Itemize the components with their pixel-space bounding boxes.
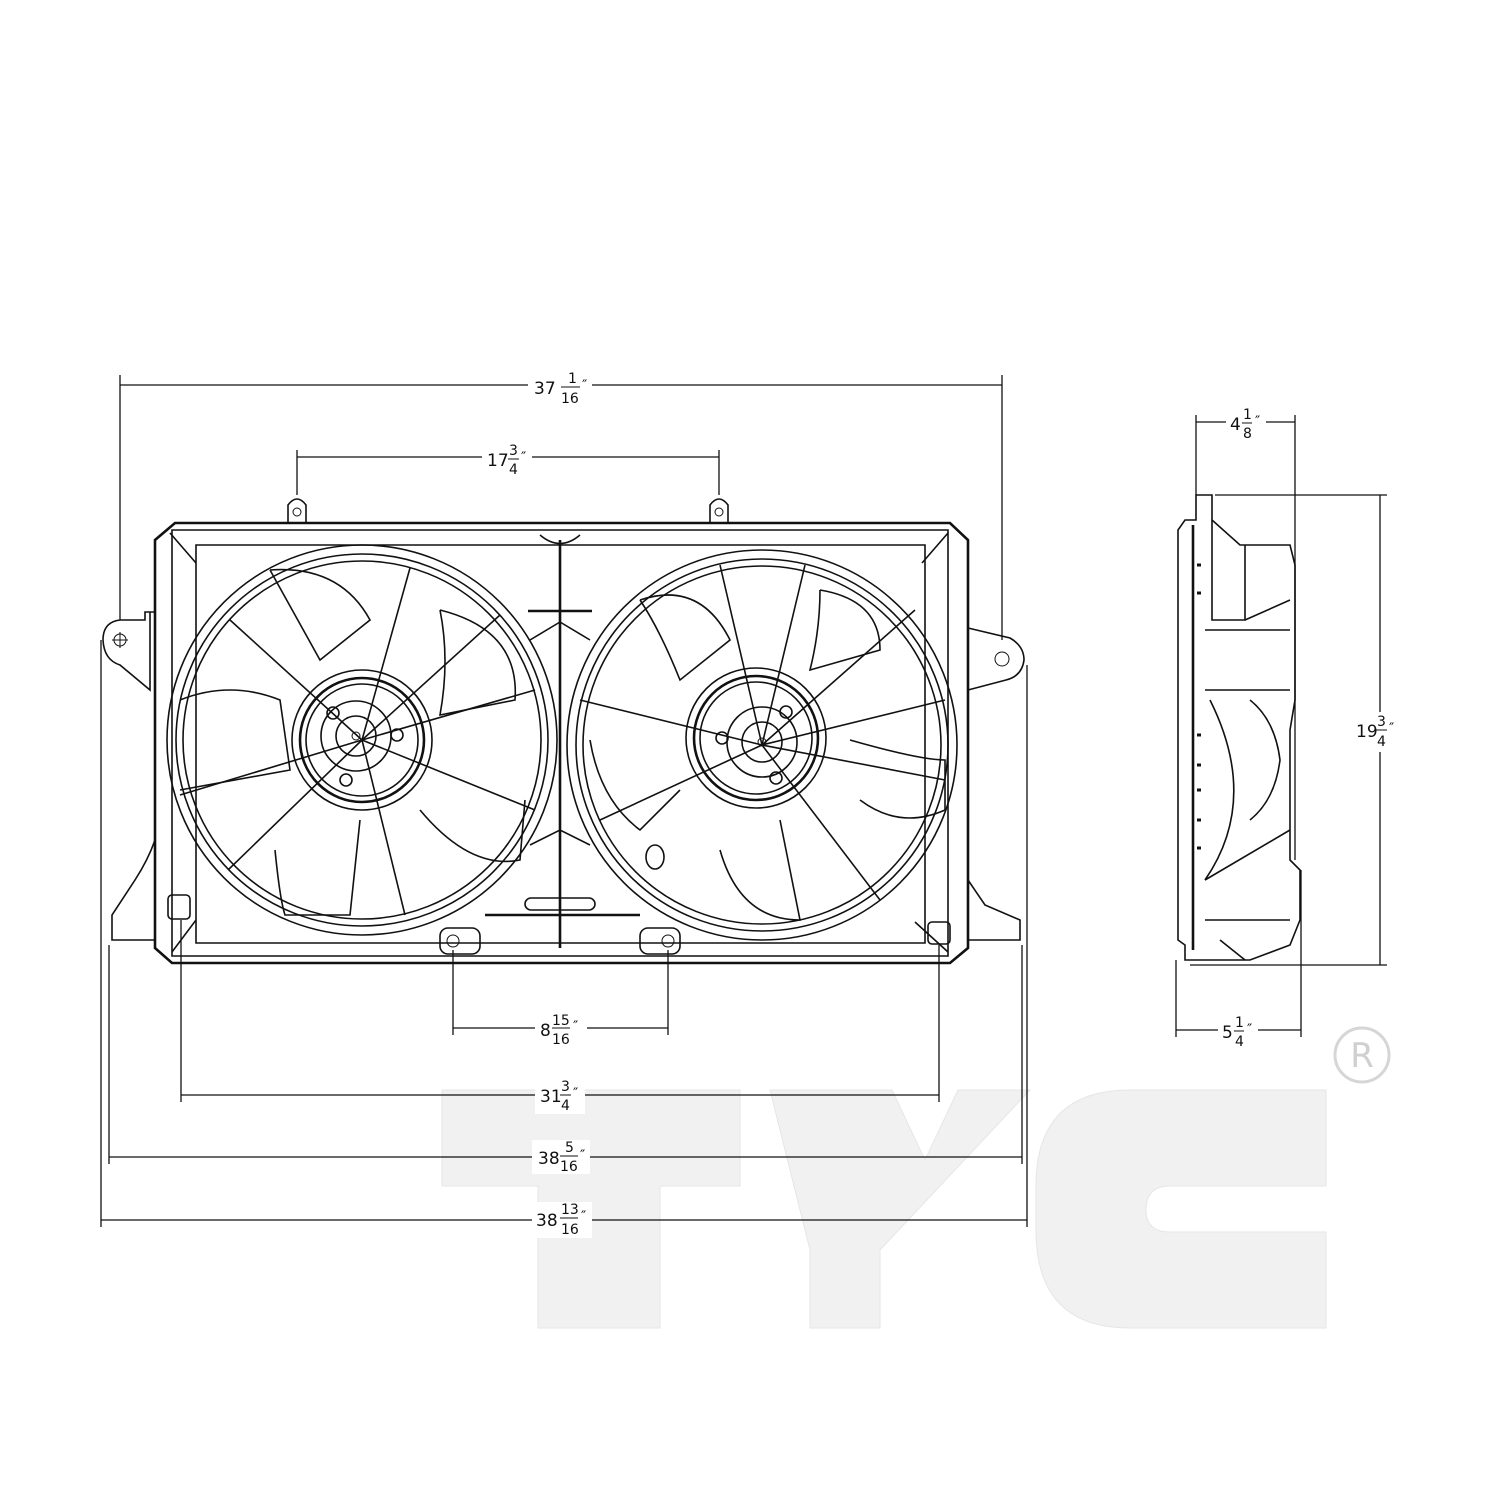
svg-text:16: 16 — [552, 1032, 570, 1048]
svg-text:″: ″ — [573, 1019, 578, 1035]
dim-label-upper-mount-spacing: 17 3 4 ″ — [482, 442, 532, 478]
svg-text:16: 16 — [560, 1159, 578, 1175]
svg-text:″: ″ — [581, 1209, 586, 1225]
svg-text:1: 1 — [568, 371, 577, 387]
dimension-lines — [100, 375, 1387, 1227]
dim-label-side-top-depth: 4 1 8 ″ — [1226, 407, 1266, 442]
svg-text:″: ″ — [521, 450, 526, 466]
svg-text:19: 19 — [1356, 722, 1378, 742]
svg-text:4: 4 — [1377, 734, 1386, 750]
dim-label-overall-width-b: 38 13 16 ″ — [532, 1202, 592, 1238]
svg-text:13: 13 — [561, 1202, 579, 1218]
svg-text:″: ″ — [573, 1086, 578, 1102]
svg-text:17: 17 — [487, 451, 509, 471]
right-fan-blades — [579, 564, 946, 921]
side-view — [1177, 494, 1301, 961]
dim-label-lower-bracket-width: 31 3 4 ″ — [535, 1079, 585, 1114]
left-fan-blades — [179, 567, 536, 916]
svg-text:15: 15 — [552, 1013, 570, 1029]
svg-text:″: ″ — [1389, 721, 1394, 737]
svg-text:3: 3 — [561, 1079, 570, 1095]
tyc-watermark: R — [441, 1026, 1391, 1329]
svg-text:16: 16 — [561, 1222, 579, 1238]
svg-text:4: 4 — [1235, 1034, 1244, 1050]
svg-text:31: 31 — [540, 1087, 562, 1107]
front-view — [102, 498, 1025, 965]
svg-text:16: 16 — [561, 391, 579, 407]
dim-label-side-bottom-depth: 5 1 4 ″ — [1218, 1015, 1258, 1050]
dim-label-height: 19 3 4 ″ — [1352, 712, 1402, 752]
svg-text:8: 8 — [540, 1021, 551, 1041]
dim-label-overall-width-a: 38 5 16 ″ — [532, 1140, 590, 1175]
svg-text:4: 4 — [509, 462, 518, 478]
svg-text:38: 38 — [538, 1149, 560, 1169]
svg-text:″: ″ — [1255, 414, 1260, 430]
svg-text:″: ″ — [580, 1148, 585, 1164]
svg-text:3: 3 — [1377, 714, 1386, 730]
svg-text:″: ″ — [1247, 1022, 1252, 1038]
registered-trademark-icon — [1333, 1026, 1391, 1084]
svg-text:37: 37 — [534, 379, 556, 399]
svg-text:5: 5 — [1222, 1023, 1233, 1043]
svg-text:1: 1 — [1235, 1015, 1244, 1031]
svg-text:3: 3 — [509, 443, 518, 459]
svg-text:5: 5 — [565, 1140, 574, 1156]
svg-text:4: 4 — [561, 1098, 570, 1114]
svg-text:8: 8 — [1243, 426, 1252, 442]
dim-label-lower-mount-spacing: 8 15 16 ″ — [535, 1012, 587, 1048]
svg-text:38: 38 — [536, 1211, 558, 1231]
dim-label-overall-top-width: 37 1 16 ″ — [528, 371, 592, 407]
svg-text:1: 1 — [1243, 407, 1252, 423]
svg-text:4: 4 — [1230, 415, 1241, 435]
svg-text:″: ″ — [582, 378, 587, 394]
registered-mark: R — [1350, 1036, 1374, 1076]
